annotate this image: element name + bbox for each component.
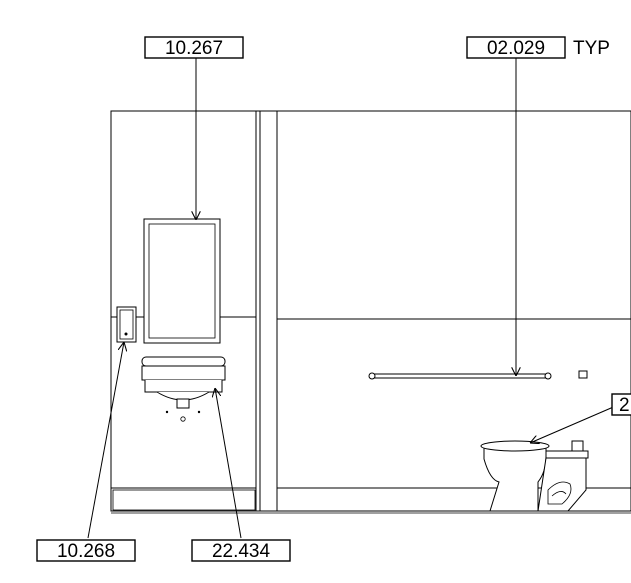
tag-tile-wall: 02.029 TYP xyxy=(466,36,610,59)
leader-lines xyxy=(87,57,619,539)
leader-sink xyxy=(215,388,242,539)
tag-toilet-partial-text: 2 xyxy=(619,395,630,416)
tag-tile-wall-text: 02.029 xyxy=(487,38,545,59)
toilet xyxy=(480,440,589,512)
mirror xyxy=(143,218,221,344)
tag-dispenser-text: 10.268 xyxy=(57,541,115,562)
tag-sink-text: 22.434 xyxy=(212,541,271,562)
leader-toilet xyxy=(530,404,619,443)
tag-sink: 22.434 xyxy=(191,539,291,562)
partition-column xyxy=(255,111,278,511)
dispenser xyxy=(116,306,137,343)
tag-mirror: 10.267 xyxy=(144,36,244,59)
grab-bar xyxy=(368,372,552,380)
tag-mirror-text: 10.267 xyxy=(165,38,223,59)
tissue-holder xyxy=(578,370,588,379)
sink xyxy=(141,356,226,422)
tag-dispenser: 10.268 xyxy=(36,539,136,562)
tag-toilet-partial: 2 xyxy=(611,393,631,416)
tag-tile-wall-suffix: TYP xyxy=(573,38,610,59)
leader-dispenser xyxy=(87,342,124,539)
